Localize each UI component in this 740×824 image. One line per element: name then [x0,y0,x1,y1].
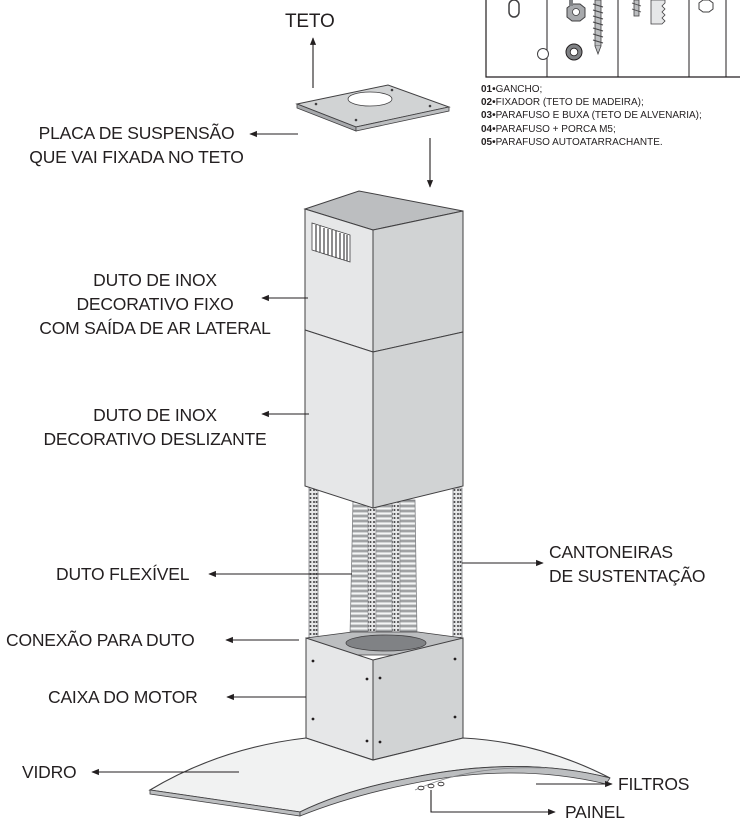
label-placa-line2: QUE VAI FIXADA NO TETO [29,147,244,167]
label-duto-desl-line1: DUTO DE INOX [93,405,217,425]
label-duto-inox-fixo: DUTO DE INOX DECORATIVO FIXO COM SAÍDA D… [30,268,280,340]
parts-item: 04•PARAFUSO + PORCA M5; [481,123,702,136]
flexible-duct [349,499,418,646]
parts-item-text: GANCHO; [495,84,543,95]
arrow-painel [430,790,556,816]
label-duto-inox-deslizante: DUTO DE INOX DECORATIVO DESLIZANTE [30,403,280,451]
parts-item: 05•PARAFUSO AUTOATARRACHANTE. [481,136,702,149]
fixed-decorative-duct [303,190,464,353]
sliding-decorative-duct [304,329,464,509]
label-placa-line1: PLACA DE SUSPENSÃO [38,123,235,143]
parts-item-text: FIXADOR (TETO DE MADEIRA); [495,97,644,109]
label-duto-desl-line2: DECORATIVO DESLIZANTE [43,429,267,449]
parts-legend: 01•GANCHO; 02•FIXADOR (TETO DE MADEIRA);… [481,83,702,149]
label-duto-fixo-line3: COM SAÍDA DE AR LATERAL [39,318,271,338]
leader-arrows [91,37,613,816]
label-cantoneiras-line2: DE SUSTENTAÇÃO [549,566,706,586]
motor-box [305,637,464,761]
label-filtros: FILTROS [618,774,690,794]
label-duto-flexivel: DUTO FLEXÍVEL [56,564,190,584]
label-vidro: VIDRO [22,762,77,782]
parts-item: 01•GANCHO; [481,83,702,96]
parts-item-text: PARAFUSO AUTOATARRACHANTE. [495,136,663,148]
label-placa-de-suspensao: PLACA DE SUSPENSÃO QUE VAI FIXADA NO TET… [29,121,244,169]
parts-item: 02•FIXADOR (TETO DE MADEIRA); [481,96,702,109]
control-panel-buttons [417,781,445,791]
label-cantoneiras: CANTONEIRAS DE SUSTENTAÇÃO [549,540,706,588]
label-cantoneiras-line1: CANTONEIRAS [549,542,673,562]
screw-and-plug-icon [631,0,666,25]
parts-item-text: PARAFUSO + PORCA M5; [495,123,616,135]
parts-item-number: 03• [481,110,496,122]
label-duto-fixo-line1: DUTO DE INOX [93,270,217,290]
fixer-icon [537,0,586,61]
support-bracket-left [308,487,319,644]
parts-item-text: PARAFUSO E BUXA (TETO DE ALVENARIA); [495,110,702,122]
parts-item-number: 05• [481,136,496,148]
air-vent-grille [311,222,351,263]
label-duto-fixo-line2: DECORATIVO FIXO [76,294,234,314]
hook-icon [508,0,520,18]
support-bracket-right [452,487,463,639]
nut-icon [698,0,714,13]
screw-icon [592,0,604,56]
parts-table [485,0,740,78]
label-caixa-do-motor: CAIXA DO MOTOR [48,687,198,707]
label-painel: PAINEL [565,802,625,822]
parts-item-number: 02• [481,97,496,109]
suspension-plate [295,84,451,132]
parts-item: 03•PARAFUSO E BUXA (TETO DE ALVENARIA); [481,109,702,122]
glass-canopy [148,737,611,817]
label-conexao-para-duto: CONEXÃO PARA DUTO [6,630,195,650]
label-teto: TETO [285,11,335,32]
parts-item-number: 01• [481,84,496,95]
parts-item-number: 04• [481,123,496,135]
